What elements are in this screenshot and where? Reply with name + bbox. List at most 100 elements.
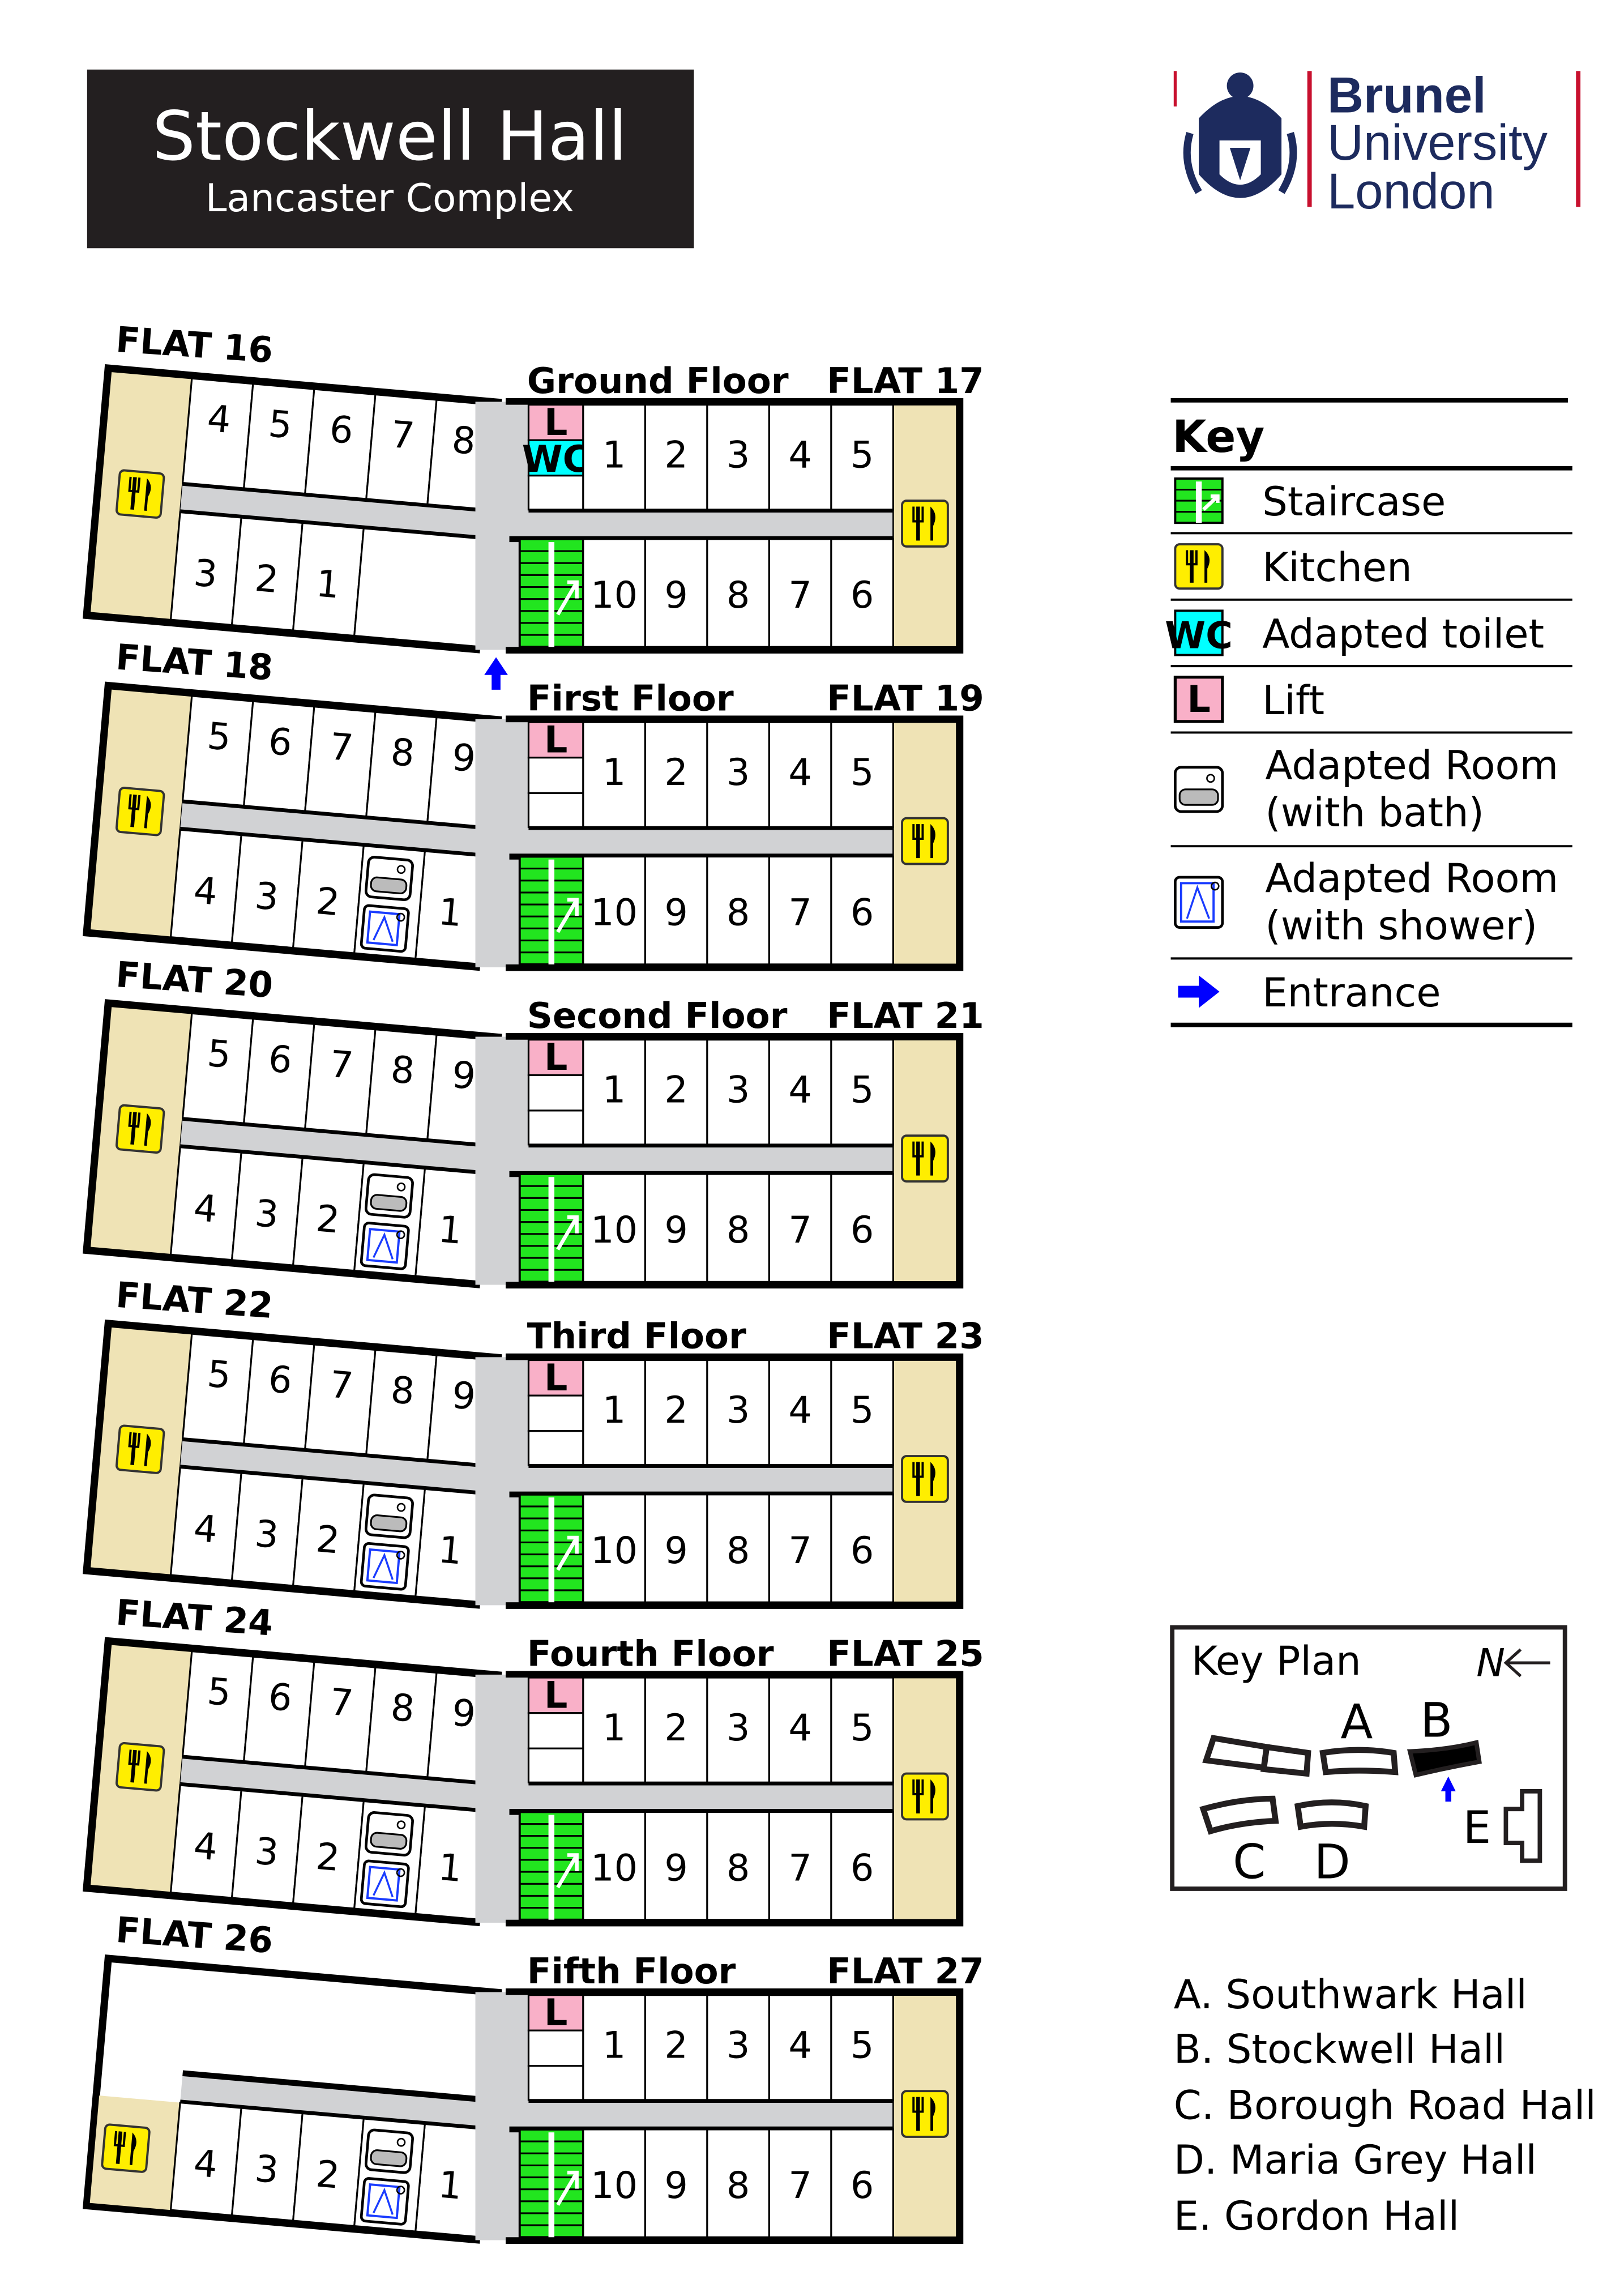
key-plan-label-d: D bbox=[1314, 1835, 1350, 1890]
store-cell bbox=[527, 1430, 584, 1466]
corridor bbox=[180, 1756, 489, 1812]
stair-rail bbox=[548, 2132, 555, 2238]
room bbox=[582, 1811, 646, 1921]
stair-arrow bbox=[556, 1535, 579, 1571]
stair-arrow bbox=[556, 898, 579, 933]
room-number: 9 bbox=[450, 736, 477, 780]
room-number: 1 bbox=[437, 1846, 464, 1890]
fork-tines bbox=[113, 2131, 126, 2148]
room-number: 4 bbox=[788, 1068, 811, 1111]
knife-shape bbox=[930, 506, 935, 541]
left-flat-label: FLAT 22 bbox=[114, 1274, 274, 1326]
shower-tray bbox=[1179, 882, 1215, 923]
room-number: 3 bbox=[253, 874, 280, 919]
corridor bbox=[509, 1782, 894, 1812]
kitchen-icon-bg bbox=[115, 1104, 165, 1154]
kitchen-icon bbox=[901, 500, 949, 548]
room-number: 2 bbox=[314, 1835, 341, 1880]
key-item: Entrance bbox=[1170, 970, 1572, 1027]
fork-shape bbox=[130, 1112, 137, 1145]
room-number: 1 bbox=[437, 1528, 464, 1573]
kitchen-icon-bg bbox=[115, 1742, 165, 1792]
room bbox=[830, 538, 894, 648]
room-number: 4 bbox=[788, 433, 811, 476]
room bbox=[582, 721, 646, 828]
room bbox=[582, 1039, 646, 1146]
room-number: 8 bbox=[389, 731, 416, 775]
room-number: 6 bbox=[267, 1358, 294, 1402]
adapted-toilet-icon bbox=[527, 439, 584, 477]
fork-tines bbox=[912, 1462, 924, 1478]
building-a-outline bbox=[1202, 1735, 1399, 1777]
room bbox=[582, 855, 646, 966]
logo-text-london: London bbox=[1327, 163, 1495, 219]
key-item-label: Staircase bbox=[1262, 479, 1446, 525]
wheelchair-symbol bbox=[396, 1820, 406, 1829]
wheelchair-symbol bbox=[396, 1503, 406, 1512]
kitchen-icon bbox=[115, 469, 165, 519]
key-title: Key bbox=[1172, 411, 1264, 463]
room bbox=[706, 538, 770, 648]
wheelchair-symbol bbox=[396, 912, 405, 922]
key-item: Adapted Room(with shower) bbox=[1170, 855, 1572, 960]
wheelchair-symbol bbox=[1206, 774, 1215, 783]
room bbox=[830, 1173, 894, 1283]
left-flat-label: FLAT 24 bbox=[114, 1591, 274, 1644]
kitchen-icon bbox=[901, 1455, 949, 1503]
room bbox=[353, 527, 488, 648]
room-number: 3 bbox=[253, 1512, 280, 1557]
room-number: 7 bbox=[328, 1363, 355, 1408]
knife-shape bbox=[930, 824, 935, 859]
room-number: 8 bbox=[389, 1048, 416, 1092]
right-flat-label: FLAT 19 bbox=[827, 677, 984, 719]
entrance-arrow-icon bbox=[484, 657, 508, 690]
floor-name: Second Floor bbox=[527, 995, 788, 1036]
key-plan-label-e: E bbox=[1463, 1802, 1491, 1854]
room-number: 4 bbox=[788, 1706, 811, 1749]
room-number: 7 bbox=[788, 1209, 811, 1252]
store-cell bbox=[527, 1109, 584, 1146]
kitchen-icon bbox=[115, 1104, 165, 1154]
room-number: 3 bbox=[726, 751, 750, 794]
room-number: 6 bbox=[267, 1675, 294, 1720]
stair-rail bbox=[1195, 481, 1202, 523]
room-number: 10 bbox=[591, 1209, 638, 1252]
lift-label: L bbox=[544, 401, 568, 444]
key-item-label: Entrance bbox=[1262, 970, 1441, 1016]
room-number: 8 bbox=[726, 1529, 750, 1572]
kitchen-icon-bg bbox=[101, 2123, 151, 2173]
room-number: 6 bbox=[851, 1209, 874, 1252]
room-number: 3 bbox=[726, 1389, 750, 1432]
title-box: Stockwell Hall Lancaster Complex bbox=[87, 69, 694, 249]
stair-rail bbox=[548, 859, 555, 964]
room-number: 9 bbox=[450, 1053, 477, 1098]
floor-name: Fifth Floor bbox=[527, 1950, 736, 1992]
room-number: 5 bbox=[851, 1706, 874, 1749]
room-number: 4 bbox=[192, 1186, 219, 1231]
lift-icon bbox=[1173, 676, 1224, 723]
lift-label: L bbox=[544, 1356, 568, 1399]
room-number: 8 bbox=[726, 891, 750, 934]
room bbox=[644, 404, 708, 511]
room bbox=[768, 404, 832, 511]
room-number: 9 bbox=[664, 891, 687, 934]
room bbox=[644, 855, 708, 966]
room-number: 8 bbox=[726, 574, 750, 617]
knife-shape bbox=[930, 1141, 935, 1176]
corridor bbox=[180, 800, 489, 857]
room-number: 9 bbox=[664, 1529, 687, 1572]
room-number: 3 bbox=[726, 1706, 750, 1749]
knife-shape bbox=[1204, 550, 1210, 583]
page-subtitle: Lancaster Complex bbox=[206, 176, 574, 220]
stair-rail bbox=[548, 1497, 555, 1603]
room-number: 8 bbox=[450, 419, 477, 463]
room-number: 1 bbox=[602, 1068, 626, 1111]
staircase-icon bbox=[518, 1173, 584, 1283]
bath-icon bbox=[364, 2128, 414, 2174]
room bbox=[706, 721, 770, 828]
key-plan-label-b: B bbox=[1420, 1693, 1452, 1748]
